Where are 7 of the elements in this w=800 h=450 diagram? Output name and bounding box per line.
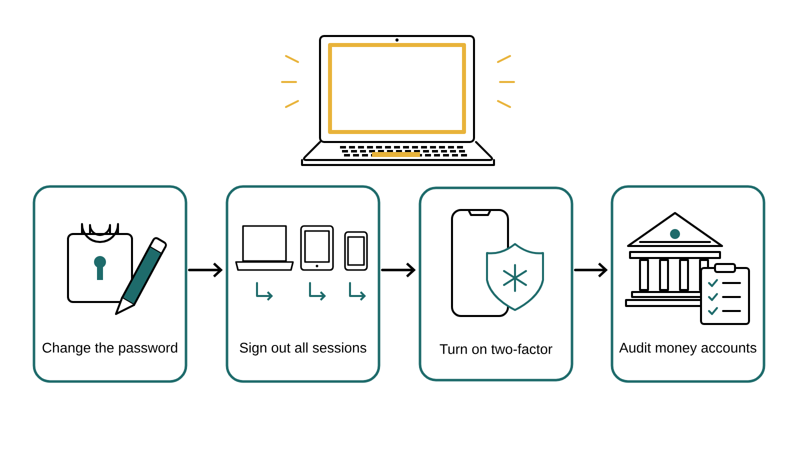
step-card: Sign out all sessions: [226, 185, 380, 383]
arrow: [574, 262, 608, 278]
step-card: Audit money accounts: [610, 185, 766, 383]
step-card: Turn on two-factor: [418, 186, 574, 382]
arrow: [381, 262, 416, 278]
arrow: [188, 262, 223, 278]
step-card: Change the password: [32, 185, 188, 383]
